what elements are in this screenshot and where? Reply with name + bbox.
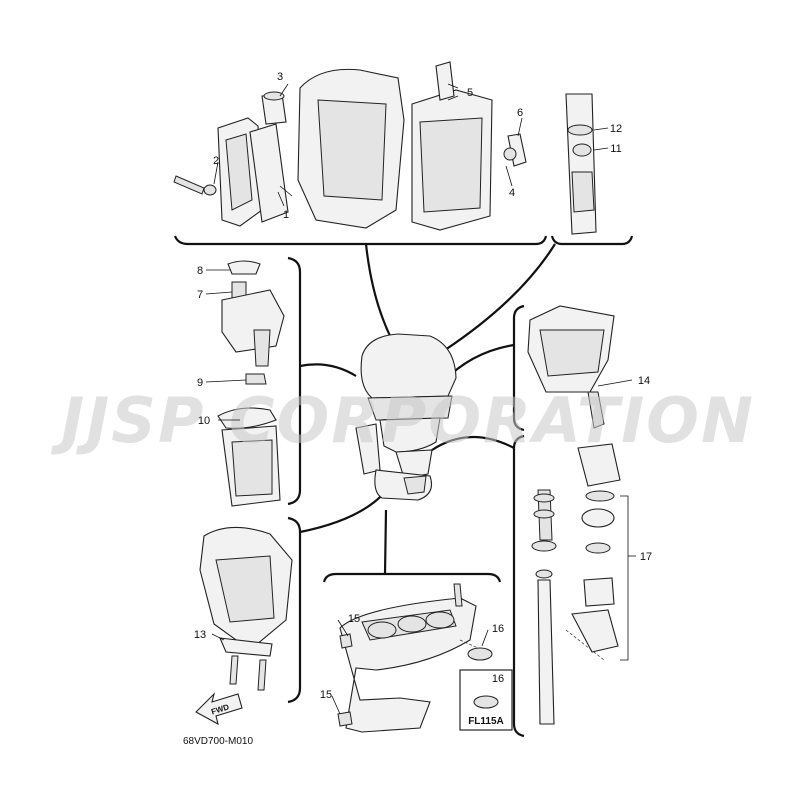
callout-9: 9 [197,377,203,389]
callout-6: 6 [517,107,523,119]
fwd-arrow-icon [195,692,243,726]
outboard-motor-silhouette [355,333,457,501]
fuel-system-section [217,260,285,507]
variant-label: FL115A [468,716,504,727]
drawing-code: 68VD700-M010 [183,736,253,747]
lower-unit-section [337,583,513,733]
callout-15-lower: 15 [320,689,332,701]
callout-5: 5 [467,87,473,99]
oil-pan-section [527,305,615,429]
callout-16-inset: 16 [492,673,504,685]
callout-16-upper: 16 [492,623,504,635]
callout-7: 7 [197,289,203,301]
callout-4: 4 [509,187,515,199]
callout-8: 8 [197,265,203,277]
powerhead-section [173,61,597,235]
callout-2: 2 [213,155,219,167]
callout-17: 17 [640,551,652,563]
callout-1: 1 [283,209,289,221]
watermark-text: JJSP CORPORATION [50,384,755,457]
bracket-section [195,526,293,726]
callout-leaders [205,83,636,715]
callout-10: 10 [198,415,210,427]
callout-12: 12 [610,123,622,135]
section-brackets [173,235,634,738]
callout-13: 13 [194,629,206,641]
callout-labels: 1 2 3 4 5 6 7 8 9 10 11 12 13 14 15 15 1… [194,71,652,701]
callout-11: 11 [610,143,621,155]
water-pump-section [531,443,629,725]
callout-3: 3 [277,71,283,83]
callout-15-upper: 15 [348,613,360,625]
callout-14: 14 [638,375,650,387]
